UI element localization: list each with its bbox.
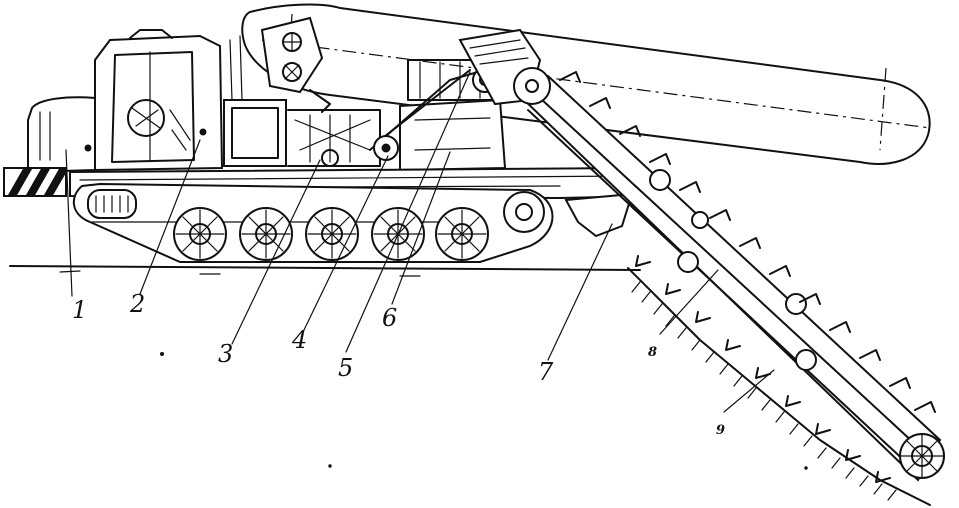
ground-line <box>9 265 641 277</box>
leader-lines <box>65 71 775 413</box>
callout-2: 2 <box>129 290 145 318</box>
callout-5: 5 <box>338 354 353 382</box>
transmission-block <box>223 35 381 167</box>
raised-drive-housing <box>260 16 331 113</box>
road-wheel-3 <box>305 207 359 261</box>
scan-specks <box>160 352 808 470</box>
cabin <box>94 29 224 172</box>
callout-3: 3 <box>218 340 233 368</box>
digging-boom <box>513 67 945 482</box>
callout-1: 1 <box>72 296 87 324</box>
road-wheel-1 <box>173 207 227 261</box>
chain-cutters-upper <box>559 71 936 413</box>
chain-cutters-lower <box>635 255 891 483</box>
road-wheel-5 <box>435 207 489 261</box>
callout-4: 4 <box>291 326 307 354</box>
callout-labels: 1 2 3 4 5 6 7 8 9 <box>72 290 725 438</box>
callout-8: 8 <box>648 345 657 360</box>
callout-7: 7 <box>538 358 554 386</box>
gearbox-housing <box>399 59 507 172</box>
callout-6: 6 <box>382 304 397 332</box>
front-bumper-stripes <box>3 167 67 197</box>
callout-9: 9 <box>716 423 725 438</box>
engine-hood <box>27 96 96 174</box>
